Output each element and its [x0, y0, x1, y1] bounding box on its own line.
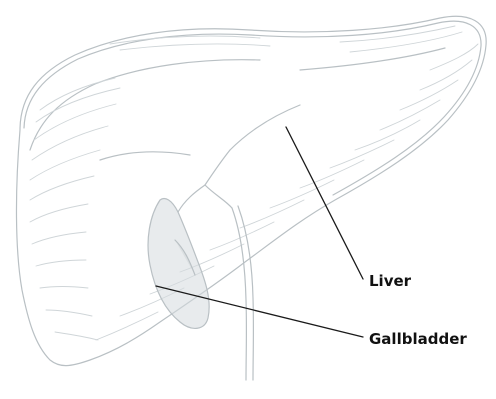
liver-outline	[16, 16, 486, 365]
liver-hatching	[30, 26, 478, 340]
gallbladder-label: Gallbladder	[369, 332, 467, 347]
liver-label: Liver	[369, 274, 411, 289]
gallbladder-shape	[100, 105, 300, 380]
